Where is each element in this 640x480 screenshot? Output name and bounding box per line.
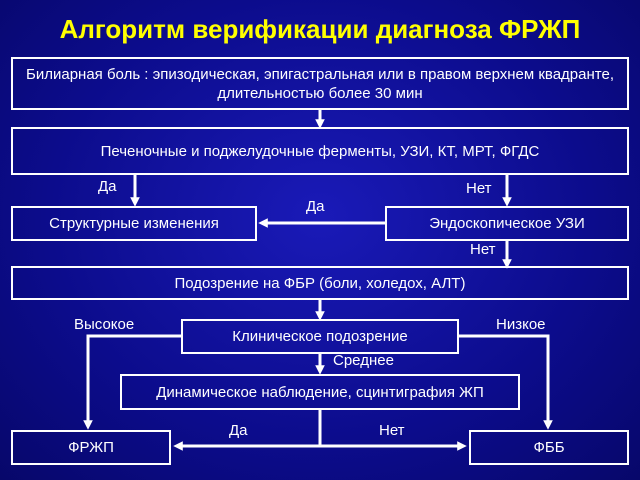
box-frzhp: ФРЖП: [11, 430, 171, 465]
diagram-title: Алгоритм верификации диагноза ФРЖП: [59, 14, 581, 44]
arrow-clinical-to-fbb: [459, 334, 553, 430]
label-yes-frzhp: Да: [229, 422, 248, 439]
box-dynamic-observation: Динамическое наблюдение, сцинтиграфия ЖП: [120, 374, 520, 410]
label-no-endoscopic: Нет: [466, 180, 492, 197]
box-endoscopic-us: Эндоскопическое УЗИ: [385, 206, 629, 241]
box-biliary-pain: Билиарная боль : эпизодическая, эпигастр…: [11, 57, 629, 110]
label-yes-structural: Да: [98, 178, 117, 195]
box-fbb: ФББ: [469, 430, 629, 465]
label-no-endoscopic-to-fbr: Нет: [470, 241, 496, 258]
box-structural: Структурные изменения: [11, 206, 257, 241]
label-no-fbb: Нет: [379, 422, 405, 439]
label-medium: Среднее: [333, 352, 394, 369]
box-enzymes: Печеночные и поджелудочные ферменты, УЗИ…: [11, 127, 629, 175]
label-yes-endoscopic-to-structural: Да: [306, 198, 325, 215]
box-clinical-suspicion: Клиническое подозрение: [181, 319, 459, 354]
label-high: Высокое: [74, 316, 135, 333]
box-fbr-suspicion: Подозрение на ФБР (боли, холедох, АЛТ): [11, 266, 629, 300]
arrow-clinical-to-frzhp: [83, 334, 181, 430]
label-low: Низкое: [496, 316, 546, 333]
